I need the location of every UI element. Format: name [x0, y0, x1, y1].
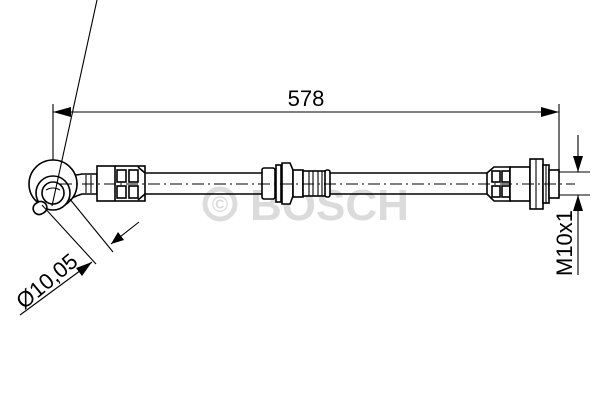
arrow-right-icon	[541, 107, 559, 117]
hose-body	[145, 172, 487, 195]
diameter-label: Ø10,05	[11, 248, 82, 314]
arrow-diameter-lower-icon	[76, 262, 92, 276]
arrow-thread-bottom-icon	[573, 195, 583, 211]
left-banjo-fitting	[28, 159, 98, 216]
diameter-dimension: Ø10,05	[11, 0, 140, 316]
length-label: 578	[288, 86, 325, 111]
arrow-left-icon	[53, 107, 71, 117]
arrow-diameter-upper-icon	[111, 232, 124, 244]
thread-label: M10x1	[552, 210, 577, 276]
right-crimp-sleeve	[486, 166, 531, 202]
length-dimension: 578	[52, 86, 560, 196]
arrow-thread-top-icon	[573, 156, 583, 172]
copyright-symbol: ©	[212, 192, 228, 217]
thread-dimension: M10x1	[552, 135, 590, 276]
